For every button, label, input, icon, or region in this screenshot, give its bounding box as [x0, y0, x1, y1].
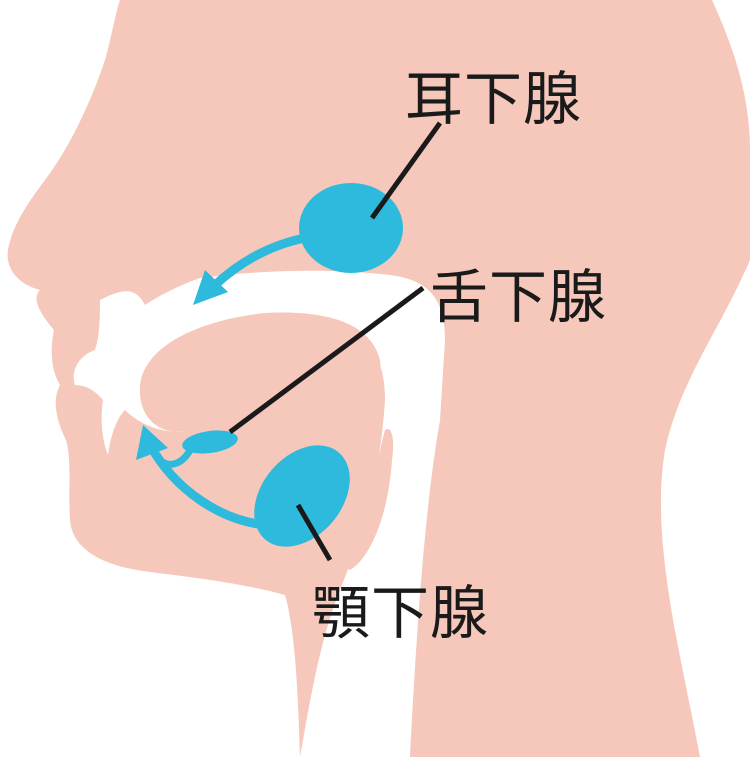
submandibular-label: 顎下腺: [312, 579, 490, 647]
parotid-leader-line: [369, 121, 443, 220]
sublingual-label: 舌下腺: [430, 263, 608, 331]
submandibular-leader-line: [295, 503, 333, 562]
parotid-gland: [299, 183, 403, 273]
sublingual-duct-loop: [157, 448, 194, 468]
parotid-duct-arrow: [211, 233, 306, 289]
submandibular-arrowhead: [136, 425, 168, 460]
parotid-arrowhead: [193, 270, 228, 305]
parotid-label: 耳下腺: [405, 65, 583, 133]
submandibular-gland: [254, 445, 350, 547]
sublingual-gland: [182, 430, 238, 454]
submandibular-duct-arrow: [146, 442, 266, 530]
pharynx-wall: [344, 429, 394, 570]
sublingual-leader-line: [228, 285, 425, 435]
oral-cavity: [73, 270, 446, 757]
